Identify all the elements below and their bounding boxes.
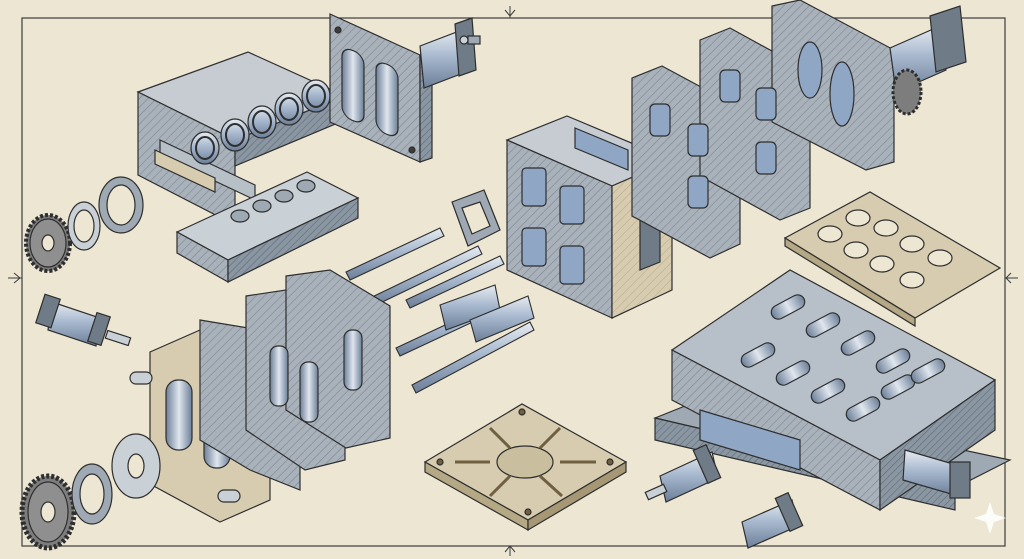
small-cylinder-left (35, 293, 132, 347)
radial-base-plate (423, 403, 628, 532)
perforated-tan-plate (783, 191, 1002, 328)
sparkle-icon (974, 502, 1006, 534)
gear-icon (24, 213, 72, 273)
top-hydraulic-cylinder (419, 17, 481, 89)
gear-icon (19, 473, 77, 551)
top-left-mold-block (136, 51, 347, 226)
gear-icon (891, 68, 923, 116)
top-cavity-plate (329, 13, 433, 163)
bottom-cylinders (644, 443, 971, 549)
ejector-pins (345, 227, 535, 394)
top-right-cylinder (889, 5, 967, 116)
ring-gear-stack-left (24, 176, 144, 273)
multi-cavity-mold-base (653, 269, 1012, 512)
bottom-gear-stack (19, 433, 161, 551)
slotted-plate (175, 171, 360, 284)
drawing-frame (8, 6, 1018, 556)
right-stacked-plates (631, 0, 895, 259)
rectangular-bracket (451, 189, 501, 247)
bottom-left-mold-assembly (129, 269, 391, 523)
